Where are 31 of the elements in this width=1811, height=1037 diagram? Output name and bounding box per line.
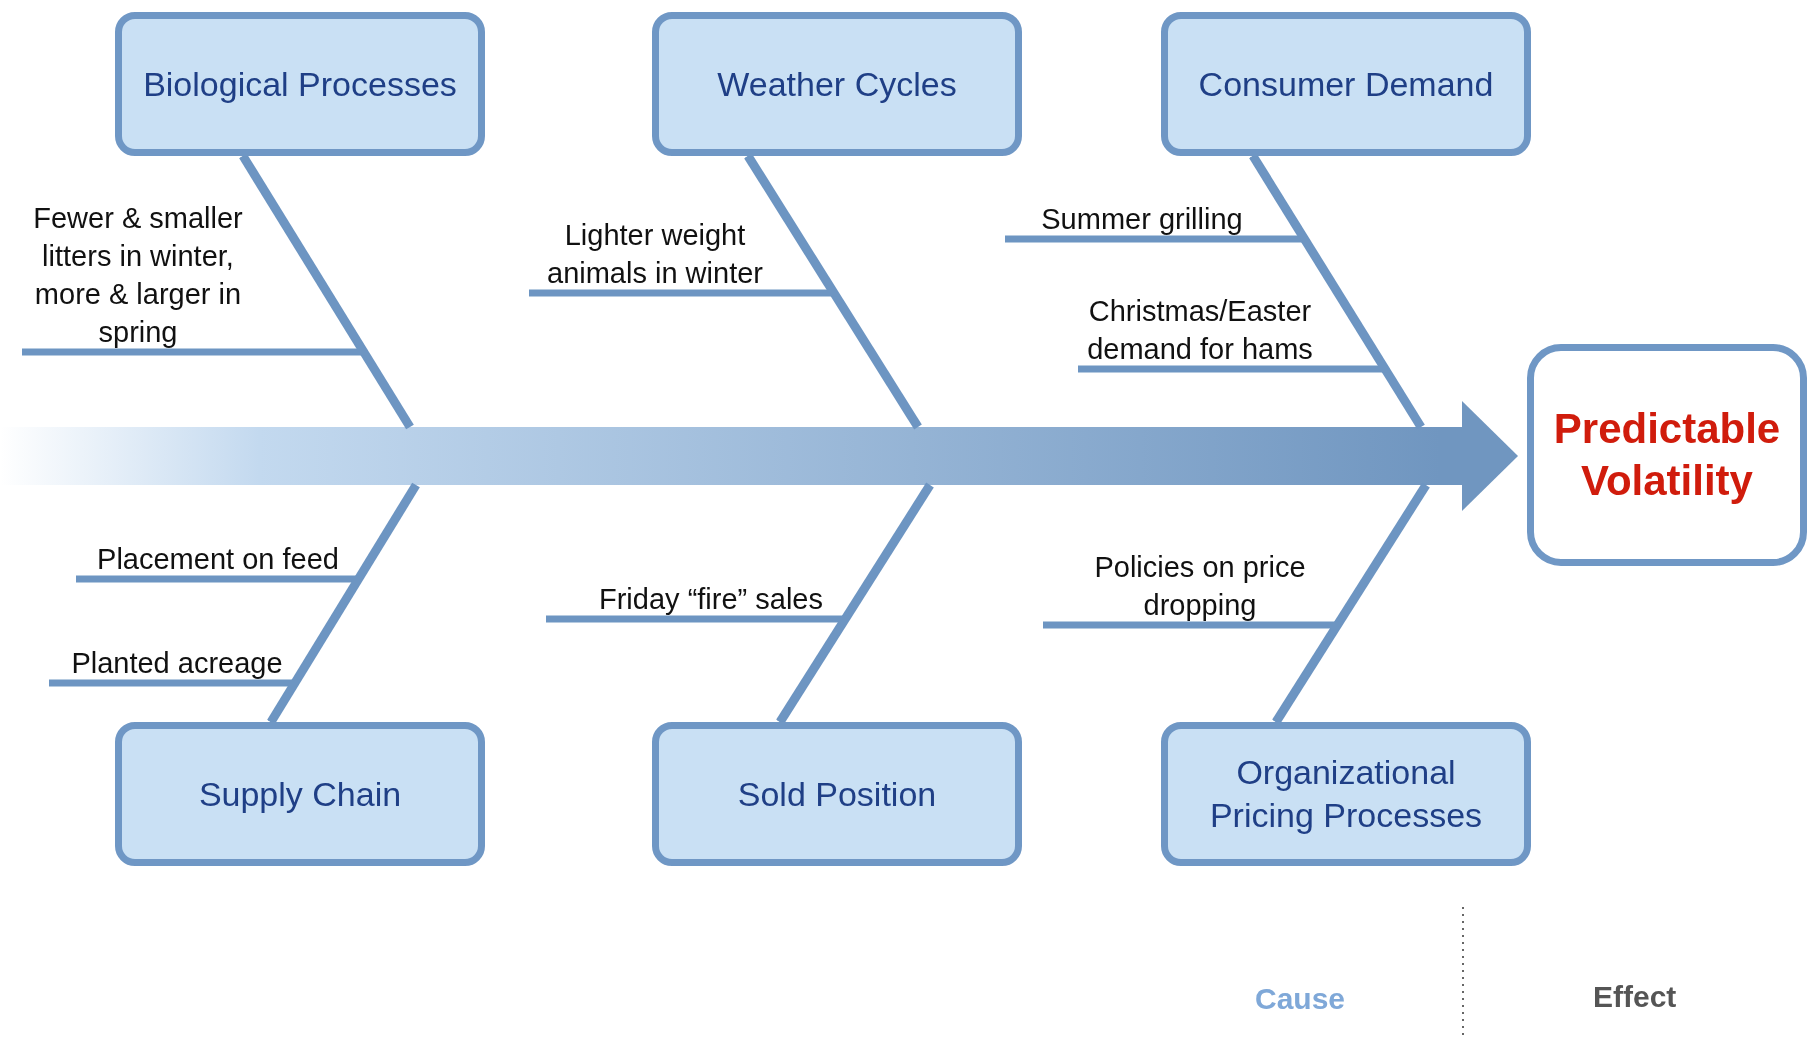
cause-text: Planted acreage [55,644,299,682]
category-label: Supply Chain [197,773,403,815]
category-label: Sold Position [736,773,938,815]
cause-text: Summer grilling [1026,200,1258,238]
bone-line [776,482,934,725]
bone-line [744,153,922,430]
category-box [652,722,1022,866]
category-label: Weather Cycles [716,63,958,105]
category-box [115,722,485,866]
cause-text: Policies on price dropping [1070,548,1330,624]
bone-line [1249,153,1425,430]
category-box [1161,12,1531,156]
spine-arrow [1440,401,1518,511]
bone-line [239,153,414,430]
bone-line [1272,482,1430,725]
cause-heading: Cause [1255,982,1346,1016]
category-box [115,12,485,156]
category-box [1161,722,1531,866]
effect-heading: Effect [1593,980,1677,1014]
cause-text: Christmas/Easter demand for hams [1040,292,1360,368]
bone-line [267,482,420,725]
category-label: Consumer Demand [1197,63,1495,105]
cause-text: Lighter weight animals in winter [525,216,785,292]
category-box [652,12,1022,156]
category-label: Biological Processes [142,63,458,105]
cause-text: Placement on feed [80,540,356,578]
category-label: Organizational Pricing Processes [1208,752,1484,836]
cause-text: Fewer & smaller litters in winter, more & larger in spring [20,199,256,351]
effect-label: Predictable Volatility [1552,404,1782,506]
effect-box [1527,344,1807,566]
cause-text: Friday “fire” sales [575,580,847,618]
